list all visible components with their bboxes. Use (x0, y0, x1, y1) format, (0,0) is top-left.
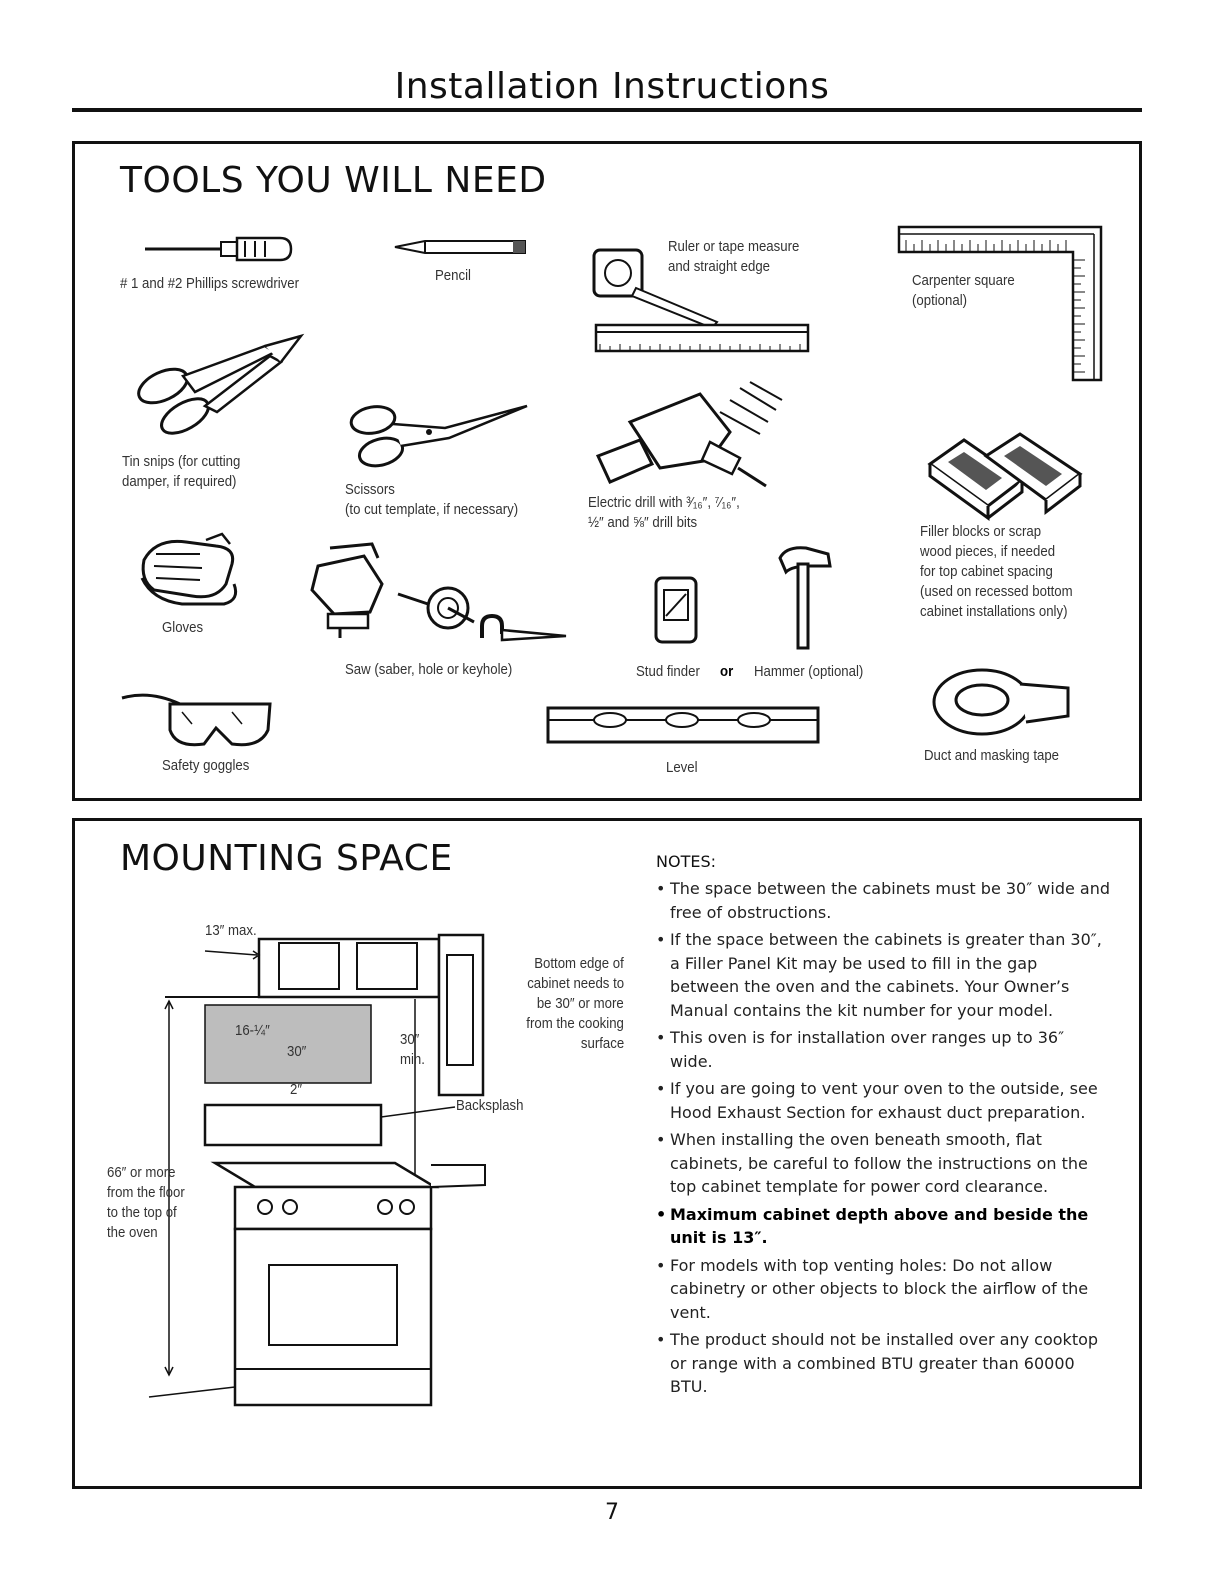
carpenter-square-label-2: (optional) (912, 292, 968, 309)
filler-label-3: for top cabinet spacing (920, 563, 1053, 580)
pencil-icon (394, 240, 526, 254)
filler-label-2: wood pieces, if needed (920, 543, 1056, 560)
ruler-label-2: and straight edge (668, 258, 771, 275)
drill-label-2: ½″ and ⅝″ drill bits (588, 514, 698, 531)
bottom-edge-label-4: from the cooking (526, 1015, 624, 1032)
goggles-label: Safety goggles (162, 757, 250, 774)
gloves-label: Gloves (162, 619, 204, 636)
hammer-icon (778, 546, 832, 650)
safety-goggles-icon (121, 693, 272, 747)
filler-label-1: Filler blocks or scrap (920, 523, 1042, 540)
dim-height-label: 16-¼″ (235, 1022, 270, 1039)
gloves-icon (140, 532, 238, 606)
backsplash-label: Backsplash (456, 1097, 524, 1114)
note-item: When installing the oven beneath smooth,… (656, 1128, 1111, 1199)
filler-label-5: cabinet installations only) (920, 603, 1068, 620)
mounting-diagram (148, 933, 486, 1407)
carpenter-square-label-1: Carpenter square (912, 272, 1015, 289)
notes-heading: NOTES: (656, 852, 716, 871)
screwdriver-icon (145, 236, 293, 262)
page-title: Installation Instructions (394, 66, 830, 107)
dim-min-label-2: min. (400, 1051, 425, 1068)
tin-snips-icon (137, 333, 305, 435)
scissors-label-2: (to cut template, if necessary) (345, 501, 519, 518)
pencil-label: Pencil (435, 267, 471, 284)
note-item: If you are going to vent your oven to th… (656, 1077, 1111, 1124)
note-item: The product should not be installed over… (656, 1328, 1111, 1399)
page-number: 7 (605, 1500, 619, 1525)
saber-saw-icon (310, 542, 384, 638)
bottom-edge-label-2: cabinet needs to (527, 975, 624, 992)
hole-saw-icon (397, 586, 475, 630)
stud-finder-icon (654, 576, 698, 644)
floor-label-1: 66″ or more (107, 1164, 176, 1181)
dim-width-label: 30″ (287, 1043, 307, 1060)
drill-label-1: Electric drill with ³⁄₁₆″, ⁷⁄₁₆″, (588, 494, 740, 511)
stud-finder-label: Stud finder (636, 663, 700, 680)
mounting-section-title: MOUNTING SPACE (120, 838, 453, 879)
note-item: This oven is for installation over range… (656, 1026, 1111, 1073)
keyhole-saw-icon (480, 613, 567, 642)
tin-snips-label-1: Tin snips (for cutting (122, 453, 241, 470)
saw-label: Saw (saber, hole or keyhole) (345, 661, 513, 678)
screwdriver-label: # 1 and #2 Phillips screwdriver (120, 275, 300, 292)
floor-label-4: the oven (107, 1224, 158, 1241)
floor-label-3: to the top of (107, 1204, 177, 1221)
note-item-bold: Maximum cabinet depth above and beside t… (656, 1203, 1111, 1250)
tools-section (72, 141, 1142, 801)
title-rule (72, 108, 1142, 112)
ruler-label-1: Ruler or tape measure (668, 238, 800, 255)
dim-gap-label: 2″ (290, 1081, 303, 1098)
or-label: or (720, 663, 734, 680)
note-item: If the space between the cabinets is gre… (656, 928, 1111, 1022)
mounting-section (72, 818, 1142, 1489)
electric-drill-icon (595, 381, 783, 488)
filler-label-4: (used on recessed bottom (920, 583, 1073, 600)
straight-edge-icon (594, 323, 810, 353)
tape-label: Duct and masking tape (924, 747, 1060, 764)
level-icon (546, 706, 820, 744)
scissors-icon (349, 404, 528, 468)
duct-tape-icon (932, 668, 1070, 736)
note-item: For models with top venting holes: Do no… (656, 1254, 1111, 1325)
scissors-label-1: Scissors (345, 481, 395, 498)
level-label: Level (666, 759, 698, 776)
dim-min-label-1: 30″ (400, 1031, 420, 1048)
bottom-edge-label-1: Bottom edge of (534, 955, 624, 972)
max-depth-label: 13″ max. (205, 922, 257, 939)
notes-list: The space between the cabinets must be 3… (656, 877, 1111, 1403)
note-item: The space between the cabinets must be 3… (656, 877, 1111, 924)
filler-blocks-icon (927, 432, 1083, 521)
tin-snips-label-2: damper, if required) (122, 473, 237, 490)
floor-label-2: from the floor (107, 1184, 185, 1201)
tools-section-title: TOOLS YOU WILL NEED (120, 160, 547, 201)
bottom-edge-label-3: be 30″ or more (537, 995, 624, 1012)
carpenter-square-icon (897, 225, 1103, 382)
hammer-label: Hammer (optional) (754, 663, 864, 680)
bottom-edge-label-5: surface (580, 1035, 624, 1052)
